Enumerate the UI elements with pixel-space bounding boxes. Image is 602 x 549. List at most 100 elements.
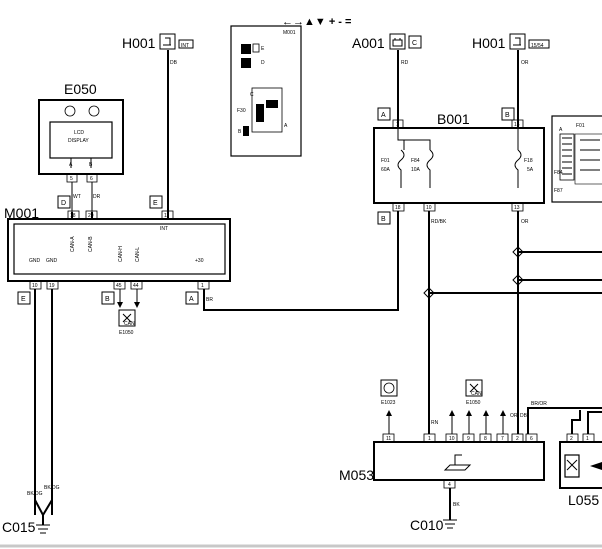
fuse-f18-name: F18 [524, 158, 533, 164]
e050-display-unit: E050 LCD DISPLAY A B 5 6 WT DR [38, 81, 124, 212]
m001-inset-letter-b: B [238, 129, 242, 135]
b001-pin-16: 16 [514, 122, 520, 128]
e1023: E1023 [380, 379, 398, 434]
m053-pin-7: 7 [501, 436, 504, 442]
e050-lcd-screen [49, 121, 113, 159]
m001-label-can-l: CAN-L [135, 247, 141, 262]
e050-label: E050 [64, 81, 97, 97]
m001-wire-br: BR [206, 297, 213, 303]
b001-pin-13: 13 [514, 205, 520, 211]
splice-rdbk [423, 287, 435, 299]
l055-label: L055 [568, 492, 599, 508]
h001-right-label: H001 [472, 35, 506, 51]
m053-ground-wire: BK [453, 502, 460, 508]
b001-pin-1: 1 [396, 122, 399, 128]
a001-tag-box [408, 35, 422, 49]
m001-pin-19: 19 [49, 283, 55, 289]
h001-left-label: H001 [122, 35, 156, 51]
wire-gnd-join [34, 499, 53, 518]
b001-wire-rdbk: RD/BK [431, 219, 447, 225]
a001-connector: A001 C RD [352, 33, 422, 128]
m001-pin-11: 11 [164, 213, 169, 219]
ignition-key-icon-glyph-right [513, 37, 521, 46]
a001-label: A001 [352, 35, 385, 51]
h001-right-tag-box [528, 39, 550, 49]
m001-tag-e-bottom: E [21, 296, 26, 303]
network-node-icon-glyph-right [469, 383, 479, 393]
splice-or-2 [512, 274, 524, 286]
l055-unit: 2 1 L055 [559, 433, 602, 508]
wire-l055-1 [587, 411, 602, 434]
wire-l055-2 [571, 410, 581, 434]
m001-inset-letter-a: A [284, 123, 288, 129]
fuse-f84-symbol [426, 149, 434, 188]
ground-icon [36, 524, 50, 534]
m001-label-gnd2: GND [46, 258, 58, 264]
toolbar-symbols[interactable]: ←→▲▼ + - = [282, 16, 351, 28]
m001-inset-letter-e: E [261, 46, 265, 52]
alarm-icon [380, 379, 398, 397]
e1050-right: CAN E1050 [449, 379, 506, 434]
h001-left-wire: DB [170, 60, 178, 66]
m053-label: M053 [339, 467, 374, 483]
battery-icon [389, 33, 406, 50]
m001-pin-10: 10 [32, 283, 38, 289]
b001-tag-a: A [381, 112, 386, 119]
l055-pin-2: 2 [570, 436, 573, 442]
warning-lamp-icon [64, 105, 76, 117]
m001-inset-letter-f30: F30 [237, 108, 246, 114]
b001-tag-b-bottom: B [381, 216, 386, 223]
fuse-f84-name: F84 [411, 158, 420, 164]
c010-label: C010 [410, 517, 444, 533]
e1050-right-sub: CAN [471, 391, 482, 397]
m001-label-plus30: +30 [195, 258, 204, 264]
e050-pin-b: B [89, 162, 93, 168]
b001-inset: F01 F84 F87 A [551, 115, 602, 203]
fuse-f01-symbol [397, 149, 405, 188]
e1050-left-sub: CAN [124, 321, 135, 327]
b001-inset-f87: F87 [554, 188, 563, 194]
m053-pin-6: 6 [530, 436, 533, 442]
b001-fuse-box: A B B001 1 16 F01 60A F84 10A F18 5A 18 … [373, 107, 545, 225]
m053-pin-9: 9 [467, 436, 470, 442]
c015-wire-2: BK/DG [44, 485, 60, 491]
e050-display-line2: DISPLAY [68, 138, 89, 144]
m001-label-can-b: CAN-B [88, 236, 94, 252]
h001-right-wire: OR [521, 60, 529, 66]
b001-wire-or: OR [521, 219, 529, 225]
h001-left-tag-box [178, 39, 194, 49]
m001-inner [13, 223, 226, 275]
h001-right-tag: 15/54 [531, 43, 544, 49]
m053-pin-11: 11 [386, 436, 391, 442]
e050-pin-5: 5 [70, 176, 73, 182]
m001-inset: M001 E D C F30 B A [230, 25, 302, 157]
e1050-left-label: E1050 [119, 330, 134, 336]
e1023-label: E1023 [381, 400, 396, 406]
m001-pin-45: 45 [116, 283, 122, 289]
e1050-right-label: E1050 [466, 400, 481, 406]
c015-label: C015 [2, 519, 36, 535]
wiring [34, 211, 602, 515]
fuse-f18-symbol [514, 149, 522, 188]
network-node-icon-glyph [122, 313, 132, 323]
l055-pin-1: 1 [586, 436, 589, 442]
ignition-key-icon [159, 33, 176, 50]
fuse-f01-rating: 60A [381, 167, 391, 173]
m001-tag-b-bottom: B [105, 296, 110, 303]
b001-tag-b: B [505, 112, 510, 119]
m053-pin-1: 1 [428, 436, 431, 442]
lamp-icon [564, 454, 580, 478]
m001-tag-d: D [61, 200, 66, 207]
c010-ground: C010 [410, 517, 457, 533]
m001-label-can-h: CAN-H [118, 246, 124, 262]
m053-pin-8: 8 [484, 436, 487, 442]
wire-br-or [527, 407, 602, 434]
m001-tag-e: E [153, 200, 158, 207]
m001-label-can-a: CAN-A [70, 236, 76, 252]
m001-int-label: INT [160, 226, 168, 232]
b001-inset-f01: F01 [576, 123, 585, 129]
b001-pin-18: 18 [395, 205, 401, 211]
e050-wire-dr: DR [93, 194, 101, 200]
a001-tag: C [412, 40, 417, 47]
